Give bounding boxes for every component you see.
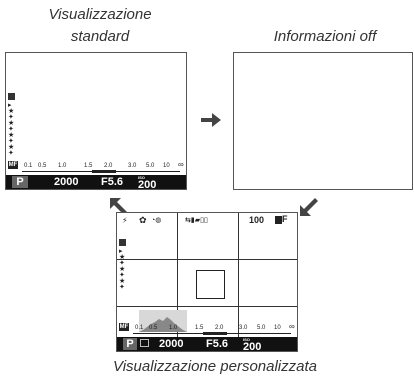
metering-icon [140,339,149,347]
standard-distance-scale: MF 0.1 0.5 1.0 1.5 2.0 3.0 5.0 10 ∞ [6,160,186,173]
battery-icon: ⇆▮▰▯▯ [185,217,208,224]
frame-counter: 100 [249,215,265,225]
grid-line-v2 [238,213,239,351]
arrow-right-icon [201,113,221,127]
custom-mf-badge: MF [119,323,129,331]
custom-info-bar: P 2000 F5.6 ISO 200 [117,337,297,353]
scale-label: 5.0 [146,163,155,169]
caption-standard-line2: standard [70,28,130,45]
standard-shutter: 2000 [54,176,79,188]
standard-mode-badge: P [12,176,28,188]
custom-screen: ⚡ ✿ ◔◍ ⇆▮▰▯▯ 100 F ▸★✦★✦★✦ MF 0.1 0.5 1.… [116,212,298,353]
custom-iso: 200 [243,341,262,353]
flash-icon: ⚡ [122,216,128,225]
quality-icon: F [275,214,288,224]
scale-label: 0.5 [38,163,47,169]
caption-standard: Visualizzazione standard [30,4,170,48]
standard-iso-prefix: ISO [138,175,145,180]
scale-label: 2.0 [104,163,113,169]
drive-mode-icon: ◔◍ [151,217,162,224]
standard-aperture: F5.6 [101,176,124,188]
arrow-up-left-icon [110,198,128,216]
custom-mode-badge: P [123,338,137,350]
quality-label: F [282,214,288,224]
standard-mf-badge: MF [8,161,18,169]
grid-line-v1 [177,213,178,351]
scale-label: 1.0 [169,325,178,331]
standard-side-icons: ▸★✦★✦★✦★✦ [8,93,16,157]
scale-focus-bar [92,170,116,173]
scale-label: 1.5 [84,163,93,169]
custom-shutter: 2000 [159,338,184,350]
macro-icon: ✿ [139,215,147,225]
scale-label: 0.1 [24,163,33,169]
info-off-screen [233,52,413,190]
scale-label: 0.1 [135,325,144,331]
caption-standard-line1: Visualizzazione [48,6,152,23]
scale-label: ∞ [178,160,184,169]
scale-label: ∞ [289,322,295,331]
custom-iso-prefix: ISO [243,337,250,342]
scale-label: 1.5 [195,325,204,331]
standard-screen: ▸★✦★✦★✦★✦ MF 0.1 0.5 1.0 1.5 2.0 3.0 5.0… [5,52,187,191]
scale-focus-bar [203,332,227,335]
standard-info-bar: P 2000 F5.6 ISO 200 [6,175,186,191]
scale-label: 0.5 [149,325,158,331]
scale-label: 1.0 [58,163,67,169]
arrow-down-left-icon [300,198,318,216]
histogram-icon [139,310,187,332]
scale-label: 2.0 [215,325,224,331]
custom-aperture: F5.6 [206,338,229,350]
focus-frame [196,270,225,299]
scale-label: 5.0 [257,325,266,331]
scale-label: 3.0 [239,325,248,331]
custom-side-icons: ▸★✦★✦★✦ [119,239,127,291]
grid-line-h2 [117,306,297,307]
scale-label: 10 [274,325,281,331]
scale-label: 3.0 [128,163,137,169]
scale-label: 10 [163,163,170,169]
standard-iso: 200 [138,179,157,191]
caption-custom: Visualizzazione personalizzata [112,358,317,375]
grid-line-h1 [117,259,297,260]
caption-info-off: Informazioni off [273,28,377,45]
custom-distance-scale: MF 0.1 0.5 1.0 1.5 2.0 3.0 5.0 10 ∞ [117,322,297,335]
